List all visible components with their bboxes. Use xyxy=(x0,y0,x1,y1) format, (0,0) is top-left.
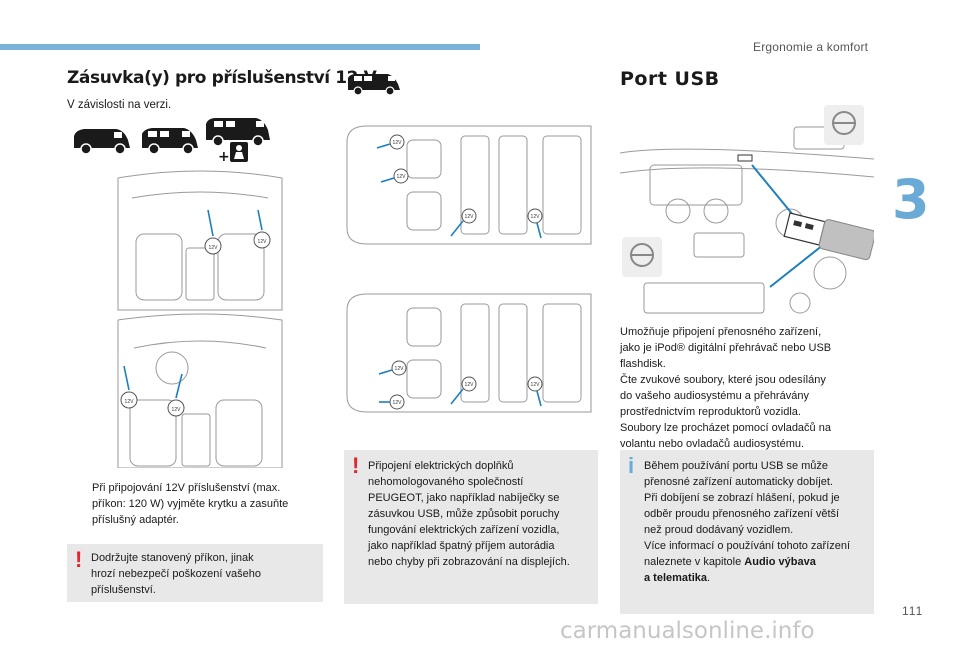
svg-text:12V: 12V xyxy=(125,399,135,405)
info-icon: i xyxy=(628,453,635,478)
chapter-reference: Audio výbava xyxy=(744,556,816,568)
socket-12v-icon-8: 12V xyxy=(527,208,543,224)
svg-text:12V: 12V xyxy=(209,245,219,251)
socket-12v-icon-5: 12V xyxy=(389,134,405,150)
svg-text:12V: 12V xyxy=(258,239,268,245)
svg-text:12V: 12V xyxy=(393,140,403,146)
usb-port-icon xyxy=(737,154,753,162)
van-long-icon xyxy=(206,118,270,147)
chapter-number: 3 xyxy=(892,168,930,231)
seating-plan-illustration-2: 12V 12V 12V 12V xyxy=(346,293,592,413)
power-warning-note: ! Dodržujte stanovený příkon, jinak hroz… xyxy=(67,544,323,602)
svg-text:12V: 12V xyxy=(465,214,475,220)
svg-text:12V: 12V xyxy=(465,382,475,388)
warning-icon: ! xyxy=(75,547,83,572)
svg-text:12V: 12V xyxy=(172,407,182,413)
socket-instruction: Při připojování 12V příslušenství (max. … xyxy=(92,482,289,526)
svg-text:12V: 12V xyxy=(531,214,541,220)
page-number: 111 xyxy=(902,604,924,618)
passenger-seat-icon xyxy=(230,142,248,162)
top-accent-bar xyxy=(0,44,480,50)
watermark: carmanualsonline.info xyxy=(560,618,815,644)
svg-text:12V: 12V xyxy=(393,400,403,406)
warning-icon: ! xyxy=(352,453,360,478)
steering-wheel-icon-2 xyxy=(622,237,662,277)
socket-12v-icon-4: 12V xyxy=(167,399,185,417)
van-medium-icon xyxy=(142,128,198,155)
seating-plan-illustration-1: 12V 12V 12V 12V xyxy=(346,125,592,245)
socket-12v-icon-9: 12V xyxy=(391,360,407,376)
usb-info-note: i Během používání portu USB se může přen… xyxy=(620,450,874,614)
socket-12v-icon-10: 12V xyxy=(389,394,405,410)
dashboard-usb-illustration xyxy=(620,103,874,325)
accessory-warning-note: ! Připojení elektrických doplňků nehomol… xyxy=(344,450,598,604)
socket-12v-icon-3: 12V xyxy=(120,391,138,409)
plus-icon: + xyxy=(218,149,230,165)
svg-text:12V: 12V xyxy=(395,366,405,372)
svg-text:12V: 12V xyxy=(397,174,407,180)
socket-12v-icon-11: 12V xyxy=(461,376,477,392)
socket-12v-icon-2: 12V xyxy=(253,231,271,249)
socket-12v-icon-7: 12V xyxy=(461,208,477,224)
usb-description: Umožňuje připojení přenosného zařízení, … xyxy=(620,326,832,450)
svg-text:+: + xyxy=(218,149,230,165)
version-note: V závislosti na verzi. xyxy=(67,99,172,111)
socket-12v-icon-12: 12V xyxy=(527,376,543,392)
socket-12v-icon-1: 12V xyxy=(204,237,222,255)
section-title: Ergonomie a komfort xyxy=(753,40,869,54)
socket-section-title: Zásuvka(y) pro příslušenství 12 V xyxy=(67,68,377,88)
usb-flash-drive-icon xyxy=(783,212,874,261)
cabin-front-illustration: 12V 12V 12V 12V xyxy=(112,168,288,468)
van-short-icon xyxy=(74,129,130,155)
van-variants-illustration: + xyxy=(74,118,270,165)
usb-section-title: Port USB xyxy=(620,68,720,90)
socket-12v-icon-6: 12V xyxy=(393,168,409,184)
svg-text:12V: 12V xyxy=(531,382,541,388)
van-long-icon-middle xyxy=(348,74,400,96)
steering-wheel-icon-1 xyxy=(824,105,864,145)
chapter-reference-2: a telematika xyxy=(644,572,707,584)
